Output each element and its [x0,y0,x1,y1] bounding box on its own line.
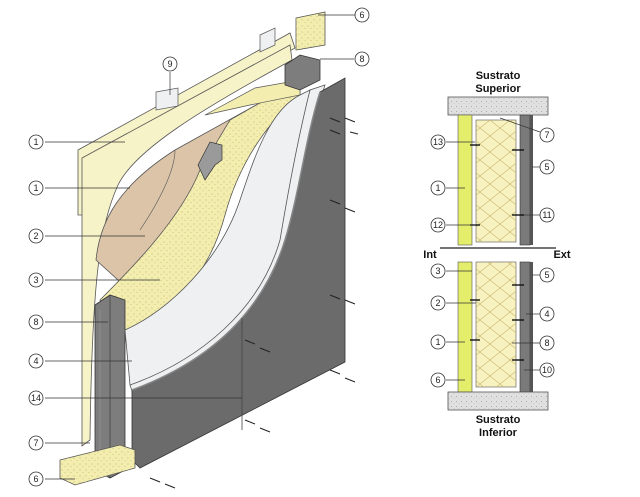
callout-7: 7 [28,435,90,451]
svg-text:2: 2 [435,298,440,308]
svg-text:7: 7 [544,130,549,140]
svg-text:9: 9 [167,59,172,69]
lower-cladding [519,261,531,393]
top-substrate-label-2: Superior [475,83,521,95]
svg-text:4: 4 [544,309,549,319]
callout-2: 2 [28,228,145,244]
top-screw-9 [155,87,179,111]
upper-cladding [519,114,531,246]
svg-text:7: 7 [33,438,38,448]
section-view: Sustrato Superior Int Ext Sustrato [423,70,571,439]
bottom-substrate-label-1: Sustrato [476,414,521,426]
svg-text:1: 1 [435,183,440,193]
callout-6a: 6 [28,471,75,487]
svg-text:12: 12 [433,220,443,230]
callout-3: 3 [28,272,160,288]
svg-text:8: 8 [359,54,364,64]
svg-text:2: 2 [33,231,38,241]
section-callouts-left: 13 1 12 3 2 1 6 [430,134,476,388]
svg-text:11: 11 [542,210,551,220]
steel-stud-top [284,54,321,91]
callout-9: 9 [162,56,178,95]
clip-bracket [197,141,223,181]
callout-8b: 8 [320,51,370,67]
svg-text:1: 1 [33,183,38,193]
exterior-label: Ext [553,249,570,261]
gypsum-board-layer [81,44,293,447]
isometric-assembly [59,11,359,489]
callout-1a: 1 [28,134,125,150]
svg-text:6: 6 [33,474,38,484]
svg-text:4: 4 [33,356,38,366]
callout-8a: 8 [28,314,108,330]
svg-text:3: 3 [33,275,38,285]
svg-text:5: 5 [544,270,549,280]
upper-green-board [457,114,473,246]
section-callouts-right: 7 5 11 5 4 8 10 [499,117,555,378]
isometric-callouts: 1 1 2 3 8 4 14 7 6 9 6 8 [28,7,370,487]
callout-4: 4 [28,353,132,369]
callout-14: 14 [28,390,242,406]
svg-text:6: 6 [435,375,440,385]
top-substrate-label-1: Sustrato [476,70,521,82]
svg-text:3: 3 [435,266,440,276]
svg-text:1: 1 [33,137,38,147]
svg-text:10: 10 [542,365,552,375]
bottom-substrate-label-2: Inferior [479,427,518,439]
svg-text:13: 13 [433,137,443,147]
callout-1b: 1 [28,180,130,196]
interior-label: Int [423,249,437,261]
callout-6b: 6 [318,7,370,23]
svg-text:8: 8 [33,317,38,327]
svg-text:6: 6 [359,10,364,20]
svg-text:1: 1 [435,337,440,347]
fasteners [149,117,359,489]
svg-text:14: 14 [31,393,41,403]
lower-green-board [457,261,473,393]
svg-text:8: 8 [544,338,549,348]
svg-text:5: 5 [544,162,549,172]
